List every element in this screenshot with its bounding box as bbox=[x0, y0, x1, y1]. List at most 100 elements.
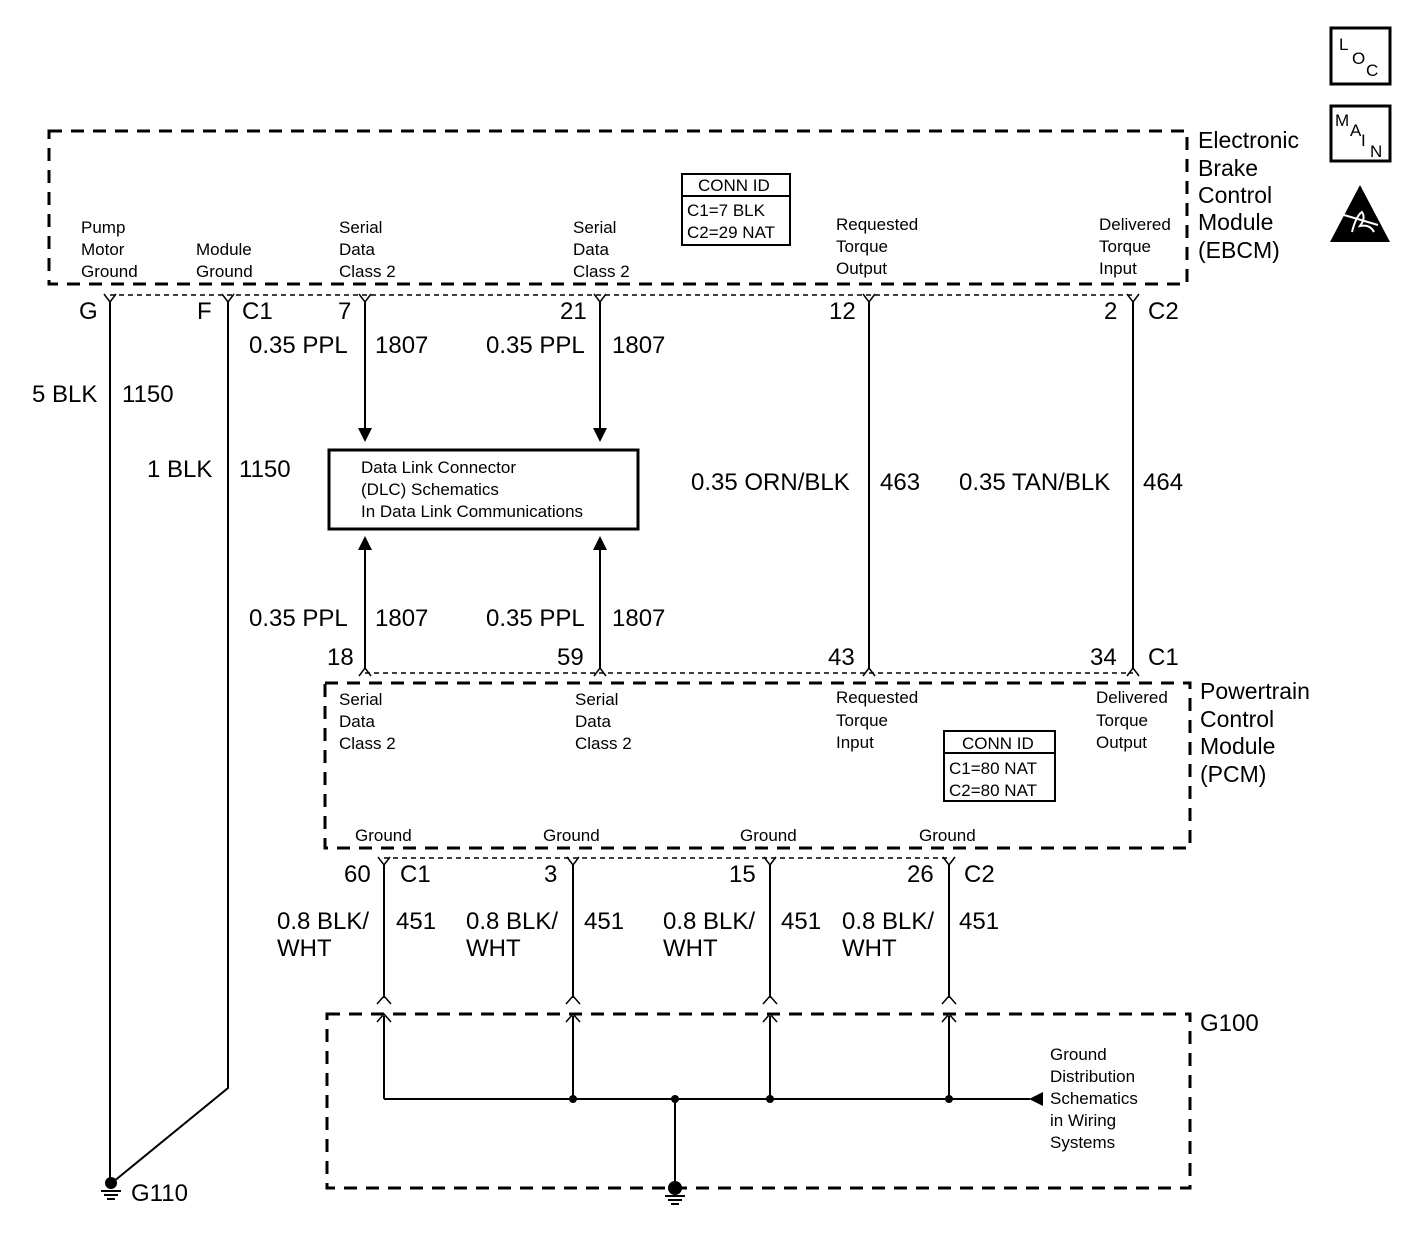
note-line: Schematics bbox=[1050, 1089, 1138, 1108]
wire-circuit: 451 bbox=[959, 908, 999, 935]
pin-number: 15 bbox=[729, 861, 756, 888]
wire-color: WHT bbox=[663, 935, 718, 962]
g100-box bbox=[325, 1012, 1192, 1190]
svg-text:I: I bbox=[1361, 131, 1366, 150]
pcm-conn-id: CONN ID C1=80 NAT C2=80 NAT bbox=[943, 730, 1056, 802]
pin-number: 26 bbox=[907, 861, 934, 888]
pcm-pin-labels: Serial Data Class 2 Serial Data Class 2 … bbox=[339, 688, 1168, 845]
pin-label: Torque bbox=[1099, 237, 1151, 256]
connector-id: C2 bbox=[964, 861, 995, 888]
pin-number: 43 bbox=[828, 644, 855, 671]
wire-color: 0.8 BLK/ bbox=[277, 908, 369, 935]
wire-module-ground bbox=[112, 302, 229, 1183]
note-line: Ground bbox=[1050, 1045, 1107, 1064]
pin-label: Output bbox=[1096, 733, 1147, 752]
wire-color: 0.8 BLK/ bbox=[466, 908, 558, 935]
pcm-title: Powertrain Control Module (PCM) bbox=[1200, 678, 1310, 787]
ebcm-title-line: Brake bbox=[1198, 155, 1258, 181]
pin-label: Ground bbox=[81, 262, 138, 281]
note-line: Systems bbox=[1050, 1133, 1115, 1152]
pcm-title-line: (PCM) bbox=[1200, 761, 1266, 787]
pcm-ground-pin-numbers: 60 C1 3 15 26 C2 bbox=[344, 861, 995, 888]
pin-label: Torque bbox=[836, 711, 888, 730]
connector-id: C2 bbox=[1148, 298, 1179, 325]
conn-id-line: C1=80 NAT bbox=[949, 759, 1037, 778]
dlc-reference-box[interactable]: Data Link Connector (DLC) Schematics In … bbox=[327, 448, 640, 531]
esd-warning-icon bbox=[1330, 185, 1390, 242]
ebcm-conn-id: CONN ID C1=7 BLK C2=29 NAT bbox=[681, 173, 791, 246]
pin-label: Data bbox=[339, 712, 375, 731]
pin-number: 18 bbox=[327, 644, 354, 671]
wire-color: 0.35 PPL bbox=[249, 605, 348, 632]
wire-circuit: 451 bbox=[781, 908, 821, 935]
pin-number: 59 bbox=[557, 644, 584, 671]
ground-distribution-arrow bbox=[1029, 1092, 1043, 1106]
wire-circuit: 463 bbox=[880, 469, 920, 496]
pin-label: Serial bbox=[339, 690, 382, 709]
wire-color: 0.35 ORN/BLK bbox=[691, 469, 850, 496]
pin-label: Delivered bbox=[1096, 688, 1168, 707]
pin-label: Data bbox=[575, 712, 611, 731]
pin-label: Requested bbox=[836, 215, 918, 234]
pin-label: Serial bbox=[575, 690, 618, 709]
pin-label: Serial bbox=[339, 218, 382, 237]
pcm-box bbox=[323, 681, 1192, 850]
pin-label: Requested bbox=[836, 688, 918, 707]
ebcm-title-line: Module bbox=[1198, 209, 1273, 235]
ground-distribution-note[interactable]: Ground Distribution Schematics in Wiring… bbox=[1050, 1045, 1138, 1152]
conn-id-line: C2=80 NAT bbox=[949, 781, 1037, 800]
pin-label: Torque bbox=[836, 237, 888, 256]
splice-dots bbox=[569, 1095, 953, 1103]
g110-ground-icon bbox=[101, 1177, 121, 1200]
loc-icon[interactable]: L O C bbox=[1329, 26, 1392, 86]
wire-circuit: 1150 bbox=[239, 456, 291, 483]
wire-color: 1 BLK bbox=[147, 456, 212, 483]
wire-color: 0.8 BLK/ bbox=[842, 908, 934, 935]
conn-id-line: C2=29 NAT bbox=[687, 223, 775, 242]
pin-label: Data bbox=[573, 240, 609, 259]
wire-color: 0.35 PPL bbox=[486, 605, 585, 632]
pin-label: Class 2 bbox=[339, 262, 396, 281]
pin-label: Ground bbox=[196, 262, 253, 281]
pin-number: 2 bbox=[1104, 298, 1117, 325]
main-icon[interactable]: M A I N bbox=[1329, 104, 1392, 163]
ebcm-pin-labels: Pump Motor Ground Module Ground Serial D… bbox=[81, 215, 1171, 281]
pin-label: Delivered bbox=[1099, 215, 1171, 234]
pin-label: Data bbox=[339, 240, 375, 259]
dlc-text: In Data Link Communications bbox=[361, 502, 583, 521]
pin-label: Ground bbox=[919, 826, 976, 845]
wire-color: 0.35 PPL bbox=[249, 332, 348, 359]
connector-id: C1 bbox=[1148, 644, 1179, 671]
pcm-top-pin-forks bbox=[358, 666, 1140, 677]
pin-number: F bbox=[197, 298, 212, 325]
ebcm-title-line: (EBCM) bbox=[1198, 237, 1280, 263]
g110-label: G110 bbox=[131, 1180, 188, 1207]
svg-text:A: A bbox=[1350, 121, 1362, 140]
wire-color: 0.35 PPL bbox=[486, 332, 585, 359]
pin-number: 60 bbox=[344, 861, 371, 888]
connector-id: C1 bbox=[242, 298, 273, 325]
wire-color: WHT bbox=[277, 935, 332, 962]
ebcm-title-line: Control bbox=[1198, 182, 1272, 208]
pin-label: Module bbox=[196, 240, 252, 259]
svg-text:M: M bbox=[1335, 111, 1349, 130]
pin-label: Pump bbox=[81, 218, 125, 237]
wire-circuit: 1807 bbox=[375, 332, 428, 359]
conn-id-header: CONN ID bbox=[698, 176, 770, 195]
dlc-text: (DLC) Schematics bbox=[361, 480, 499, 499]
wire-circuit: 451 bbox=[584, 908, 624, 935]
svg-text:C: C bbox=[1366, 61, 1378, 80]
dlc-arrows bbox=[358, 428, 607, 550]
wire-circuit: 1807 bbox=[612, 605, 665, 632]
g100-ground-icon bbox=[665, 1181, 685, 1205]
wire-circuit: 1807 bbox=[612, 332, 665, 359]
pin-label: Class 2 bbox=[573, 262, 630, 281]
g100-bus bbox=[383, 1016, 1030, 1187]
pin-number: 3 bbox=[544, 861, 557, 888]
pin-label: Ground bbox=[740, 826, 797, 845]
pcm-top-pin-numbers: 18 59 43 34 C1 bbox=[327, 644, 1179, 671]
dlc-text: Data Link Connector bbox=[361, 458, 516, 477]
wire-labels: 5 BLK 1150 1 BLK 1150 0.35 PPL 1807 0.35… bbox=[32, 332, 1183, 962]
pin-number: G bbox=[79, 298, 98, 325]
wire-color: WHT bbox=[466, 935, 521, 962]
